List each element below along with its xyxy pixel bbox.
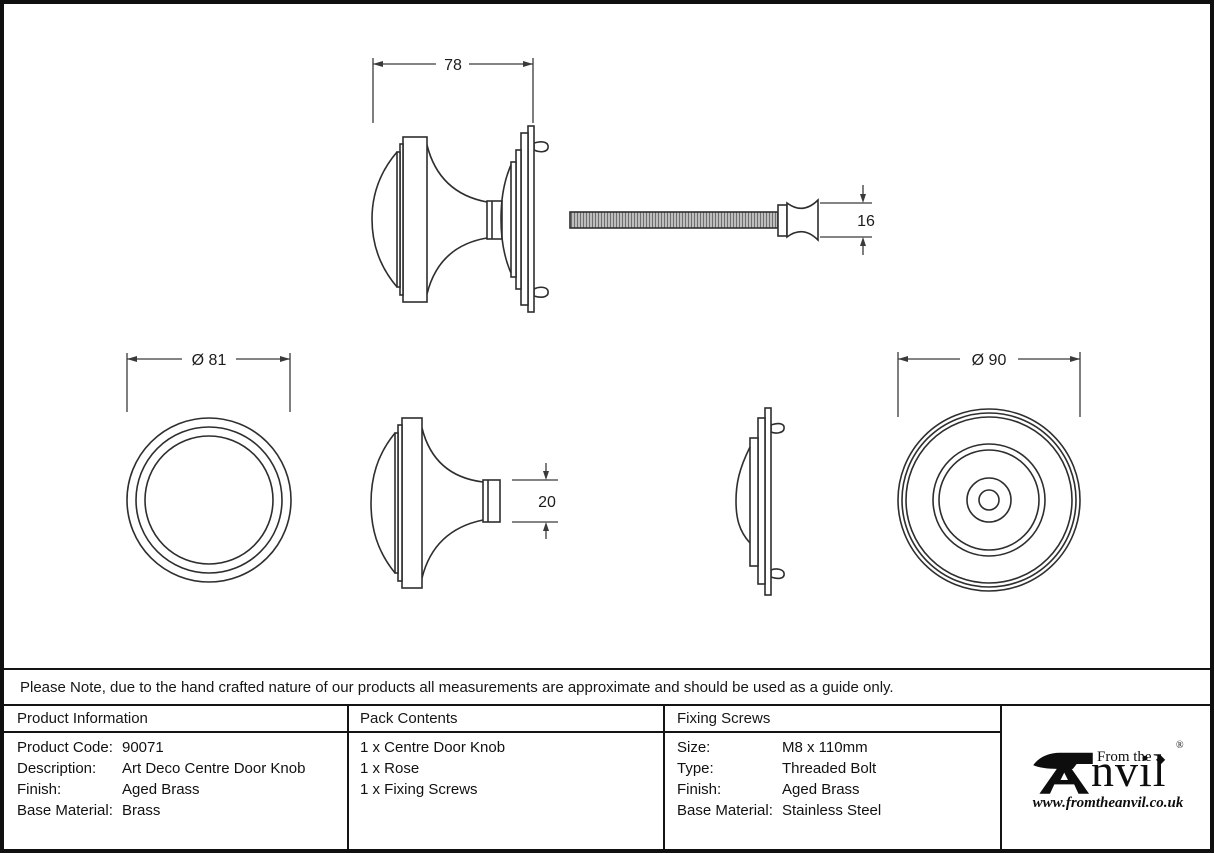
screw-finish-row: Finish: Aged Brass xyxy=(677,779,881,800)
dimension-20-label: 20 xyxy=(538,494,556,511)
base-material-row: Base Material: Brass xyxy=(17,800,305,821)
pack-contents-header: Pack Contents xyxy=(360,710,458,727)
product-code-value: 90071 xyxy=(122,739,164,756)
screw-size-value: M8 x 110mm xyxy=(782,739,868,756)
pack-item: 1 x Fixing Screws xyxy=(360,781,478,798)
description-value: Art Deco Centre Door Knob xyxy=(122,760,306,777)
description-label: Description: xyxy=(17,760,97,777)
finish-row: Finish: Aged Brass xyxy=(17,779,305,800)
brand-logo-box xyxy=(1002,706,1210,849)
note-row-bottom-border xyxy=(0,704,1214,706)
product-code-label: Product Code: xyxy=(17,739,113,756)
logo-tagline: From the xyxy=(1097,749,1152,765)
dimension-78-label: 78 xyxy=(444,57,462,74)
screw-finish-label: Finish: xyxy=(677,781,722,798)
finish-label: Finish: xyxy=(17,781,62,798)
logo-box-divider xyxy=(1000,704,1002,853)
front-view-knob xyxy=(126,417,292,583)
screw-type-label: Type: xyxy=(677,760,714,777)
fixing-screws-body: Size: M8 x 110mm Type: Threaded Bolt Fin… xyxy=(677,737,881,821)
table-header-bottom-border xyxy=(0,731,1000,733)
pack-contents-body: 1 x Centre Door Knob 1 x Rose 1 x Fixing… xyxy=(360,737,505,800)
column-divider-2 xyxy=(663,704,665,853)
column-divider-1 xyxy=(347,704,349,853)
registered-trademark-icon: ® xyxy=(1176,740,1184,751)
screw-size-row: Size: M8 x 110mm xyxy=(677,737,881,758)
pack-item: 1 x Centre Door Knob xyxy=(360,739,506,756)
side-view-rose xyxy=(735,407,785,596)
product-code-row: Product Code: 90071 xyxy=(17,737,305,758)
product-information-body: Product Code: 90071 Description: Art Dec… xyxy=(17,737,305,821)
base-material-label: Base Material: xyxy=(17,802,113,819)
dimension-16: 16 xyxy=(820,185,875,255)
side-view-knob-with-rose xyxy=(371,125,549,313)
side-view-knob xyxy=(370,417,501,589)
screw-size-label: Size: xyxy=(677,739,711,756)
screw-base-material-label: Base Material: xyxy=(677,802,773,819)
logo-brand-text: nvil xyxy=(1091,745,1167,796)
screw-base-material-row: Base Material: Stainless Steel xyxy=(677,800,881,821)
dimension-20: 20 xyxy=(512,463,558,539)
dimension-90-label: Ø 90 xyxy=(972,352,1007,369)
dimension-81: Ø 81 xyxy=(126,352,291,412)
measurement-disclaimer-note: Please Note, due to the hand crafted nat… xyxy=(20,678,894,696)
dimension-90: Ø 90 xyxy=(897,352,1081,417)
dimension-16-label: 16 xyxy=(857,213,875,230)
note-row-top-border xyxy=(0,668,1214,670)
description-row: Description: Art Deco Centre Door Knob xyxy=(17,758,305,779)
fixing-bolt-drawing xyxy=(569,198,819,242)
screw-type-value: Threaded Bolt xyxy=(782,760,877,777)
pack-item: 1 x Rose xyxy=(360,760,420,777)
technical-drawings: 78 xyxy=(126,57,1081,596)
dimension-81-label: Ø 81 xyxy=(192,352,227,369)
screw-type-row: Type: Threaded Bolt xyxy=(677,758,881,779)
anvil-icon xyxy=(1033,752,1093,794)
fixing-screws-header: Fixing Screws xyxy=(677,710,771,727)
front-view-rose xyxy=(897,408,1081,592)
product-information-header: Product Information xyxy=(17,710,148,727)
finish-value: Aged Brass xyxy=(122,781,200,798)
diamond-icon: ◆ xyxy=(1156,752,1166,766)
screw-base-material-value: Stainless Steel xyxy=(782,802,882,819)
screw-finish-value: Aged Brass xyxy=(782,781,860,798)
dimension-78: 78 xyxy=(372,57,534,123)
base-material-value: Brass xyxy=(122,802,161,819)
logo-website: www.fromtheanvil.co.uk xyxy=(1032,795,1184,811)
